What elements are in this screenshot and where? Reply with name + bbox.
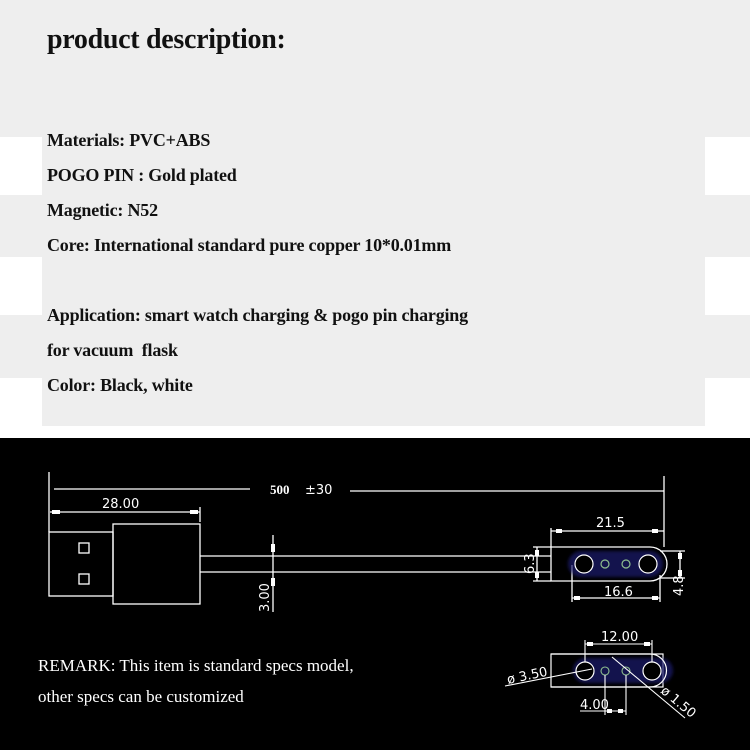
page-title: product description: <box>47 24 286 55</box>
overall-tolerance-label: ±30 <box>305 483 332 498</box>
section-divider <box>0 426 750 438</box>
pin-pitch-label: 4.00 <box>580 698 609 713</box>
overall-length-label: 500 <box>270 482 290 497</box>
small-pin <box>621 559 631 569</box>
spec-application-continued: for vacuum flask <box>47 340 178 360</box>
spec-core: Core: International standard pure copper… <box>47 235 452 255</box>
large-pin <box>638 554 658 574</box>
pogo-pin-group <box>568 551 663 577</box>
spec-materials: Materials: PVC+ABS <box>47 130 211 150</box>
cable-diameter-label: 3.00 <box>258 583 273 612</box>
pin-detail <box>504 640 686 719</box>
pin-span-label: 16.6 <box>604 585 633 600</box>
technical-drawing: 500 ±30 28.00 3.00 21.5 6.3 16.6 4.8 12.… <box>0 438 750 750</box>
small-pin-diameter-label: ø 1.50 <box>657 684 698 722</box>
small-pin <box>600 559 610 569</box>
remark-line-2: other specs can be customized <box>38 687 244 706</box>
technical-drawing-svg: 500 ±30 28.00 3.00 21.5 6.3 16.6 4.8 12.… <box>48 472 699 722</box>
usb-length-label: 28.00 <box>102 497 139 512</box>
usb-contact <box>78 542 90 554</box>
spec-application: Application: smart watch charging & pogo… <box>47 305 468 325</box>
usb-body <box>112 523 201 605</box>
spec-magnetic: Magnetic: N52 <box>47 200 158 220</box>
pin-center-distance-label: 12.00 <box>601 630 638 645</box>
head-length-label: 21.5 <box>596 516 625 531</box>
large-pin <box>574 554 594 574</box>
inner-height-label: 4.8 <box>672 575 687 596</box>
usb-contact <box>78 573 90 585</box>
spec-color: Color: Black, white <box>47 375 193 395</box>
usb-plug <box>48 531 114 597</box>
spec-pogo-pin: POGO PIN : Gold plated <box>47 165 237 185</box>
large-pin-diameter-label: ø 3.50 <box>506 665 549 688</box>
remark-line-1: REMARK: This item is standard specs mode… <box>38 656 354 675</box>
head-height-label: 6.3 <box>523 553 538 574</box>
connector-head <box>550 546 668 582</box>
description-panel <box>42 0 705 426</box>
